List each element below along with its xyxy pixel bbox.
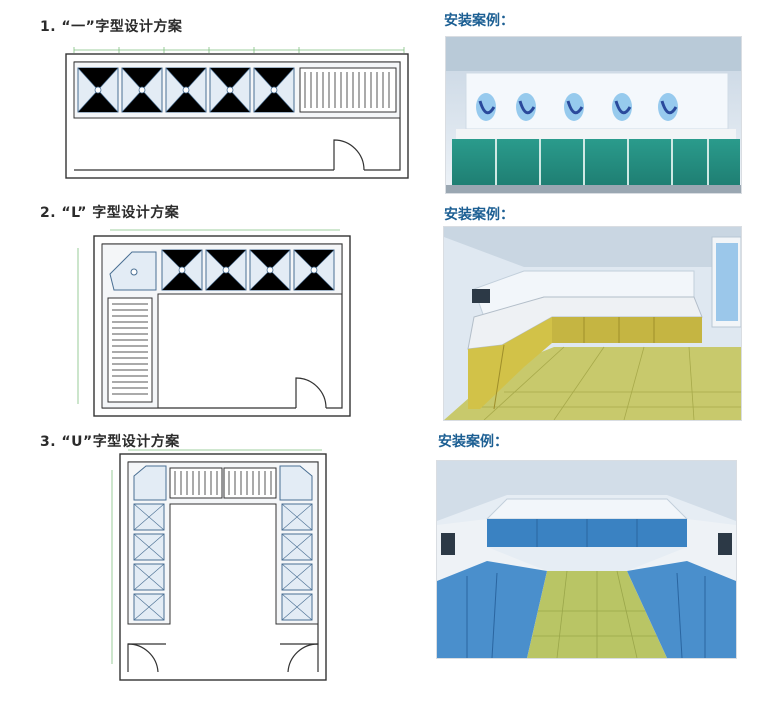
section-1-case-label: 安装案例： [444, 13, 514, 29]
u-layout-floor-plan [111, 449, 327, 681]
section-3-heading: 3. “U”字型设计方案 [40, 434, 180, 450]
l-layout-installation-photo [443, 226, 742, 421]
section-2-case-label: 安装案例： [444, 207, 514, 223]
u-layout-installation-photo [436, 460, 737, 659]
section-2-heading: 2. “L” 字型设计方案 [40, 205, 180, 221]
section-1-heading: 1. “一”字型设计方案 [40, 19, 183, 35]
l-layout-floor-plan [77, 229, 351, 417]
straight-layout-floor-plan [65, 47, 409, 179]
section-3-case-label: 安装案例： [438, 434, 508, 450]
straight-layout-installation-photo [445, 36, 742, 194]
